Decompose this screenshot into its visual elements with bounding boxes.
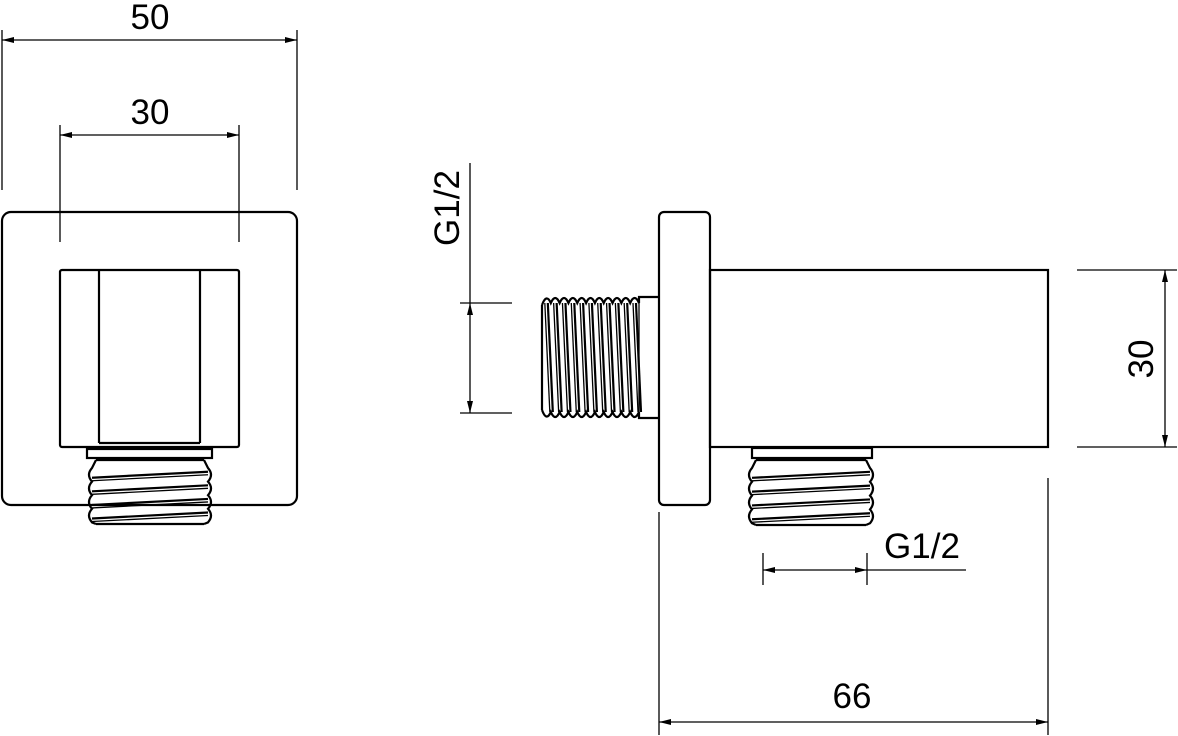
thread-crest-right [865,459,875,527]
thread-line [573,302,581,413]
thread-line [751,501,871,510]
thread-line [751,470,871,479]
thread-line [599,302,607,413]
body-square [58,268,241,449]
thread-line [91,501,209,509]
thread-line [91,470,209,479]
dimension-label-depth: 66 [833,677,872,716]
thread-line [751,484,871,493]
thread-line [91,484,209,493]
outlet-nut-side [750,446,874,460]
thread-line [626,302,634,413]
wall-plate-side [657,210,712,507]
thread-line [561,302,569,413]
thread-line [751,474,871,482]
thread-line [597,302,604,413]
thread-line [588,302,595,413]
thread-line [91,511,209,520]
dimension-label-inner-width: 30 [131,93,170,132]
thread-line [632,302,639,413]
outlet-nut [85,447,214,460]
thread-line [751,512,871,521]
thread-line [91,487,209,495]
thread-crest-right [203,459,213,526]
thread-line [91,474,209,482]
thread-line [608,302,616,413]
dimension-label-overall-width: 50 [131,0,170,37]
thread-line [590,302,599,413]
outlet-thread-front [87,458,213,526]
thread-line [617,302,625,413]
outlet-thread-side [747,458,875,527]
thread-line [581,302,590,413]
body-side [708,268,1050,449]
thread-line [555,302,563,413]
thread-crest-bottom [540,409,659,420]
thread-crest-left [87,459,97,526]
dimension-label-inlet-thread: G1/2 [428,170,467,246]
thread-line [564,302,572,413]
thread-line [751,498,871,507]
thread-line [91,514,209,523]
thread-line [751,487,871,496]
thread-line [605,302,613,413]
inlet-thread-side [540,295,659,420]
dimension-label-outlet-thread: G1/2 [884,527,960,566]
thread-line [546,302,554,413]
thread-line [552,302,560,413]
thread-line [623,302,630,413]
dimension-label-body-height: 30 [1122,340,1161,379]
thread-line [751,515,871,523]
thread-line [579,302,586,413]
thread-crest-top [540,295,659,306]
thread-line [570,302,577,413]
thread-line [614,302,622,413]
side-view: G1/2 30 G1/2 66 [428,163,1177,735]
thread-line [91,497,209,507]
front-view: 50 30 [0,0,299,526]
thread-line [544,302,551,413]
thread-crest-left [747,459,757,527]
